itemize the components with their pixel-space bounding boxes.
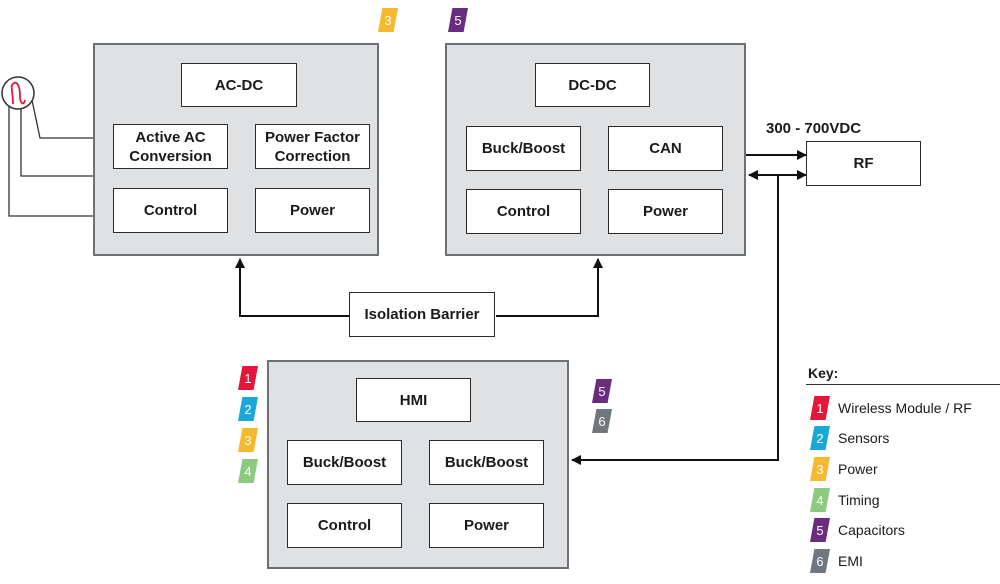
acdc-pfc-box: Power Factor Correction — [255, 124, 370, 169]
acdc-title-box: AC-DC — [181, 63, 297, 107]
arrow-iso-to-acdc — [235, 258, 350, 317]
voltage-label: 300 - 700VDC — [766, 120, 862, 137]
key-item-emi: 6 EMI — [810, 548, 863, 574]
key-tag-5: 5 — [810, 518, 830, 542]
ac-wire-2 — [20, 109, 94, 177]
dcdc-tag-5: 5 — [448, 8, 468, 32]
arrow-bus-to-hmi — [571, 175, 779, 465]
key-item-wireless: 1 Wireless Module / RF — [810, 395, 972, 421]
key-item-power: 3 Power — [810, 456, 878, 482]
key-label-sensors: Sensors — [838, 430, 890, 446]
dcdc-power-box: Power — [608, 189, 723, 234]
hmi-title-box: HMI — [356, 378, 471, 422]
ac-wire-3 — [8, 106, 94, 217]
dcdc-can-box: CAN — [608, 126, 723, 171]
key-label-emi: EMI — [838, 553, 863, 569]
acdc-active-ac-box: Active AC Conversion — [113, 124, 228, 169]
ac-wave-icon — [10, 81, 26, 105]
key-label-power: Power — [838, 461, 878, 477]
acdc-power-box: Power — [255, 188, 370, 233]
acdc-control-box: Control — [113, 188, 228, 233]
hmi-tag-6: 6 — [592, 409, 612, 433]
dcdc-buck-boost-box: Buck/Boost — [466, 126, 581, 171]
key-tag-2: 2 — [810, 426, 830, 450]
key-tag-4: 4 — [810, 488, 830, 512]
key-label-timing: Timing — [838, 492, 880, 508]
hmi-tag-3: 3 — [238, 428, 258, 452]
key-divider — [806, 384, 1000, 385]
key-tag-1: 1 — [810, 396, 830, 420]
hmi-power-box: Power — [429, 503, 544, 548]
key-item-timing: 4 Timing — [810, 487, 880, 513]
key-title: Key: — [808, 365, 839, 381]
key-tag-6: 6 — [810, 549, 830, 573]
key-item-capacitors: 5 Capacitors — [810, 517, 905, 543]
acdc-tag-3: 3 — [378, 8, 398, 32]
ac-source-icon — [1, 76, 35, 110]
key-tag-3: 3 — [810, 457, 830, 481]
rf-box: RF — [806, 141, 921, 186]
hmi-tag-2: 2 — [238, 397, 258, 421]
dcdc-control-box: Control — [466, 189, 581, 234]
hmi-buck-boost-box-2: Buck/Boost — [429, 440, 544, 485]
arrow-iso-to-dcdc — [496, 258, 603, 317]
hmi-tag-4: 4 — [238, 459, 258, 483]
hmi-tag-1: 1 — [238, 366, 258, 390]
hmi-control-box: Control — [287, 503, 402, 548]
isolation-barrier-box: Isolation Barrier — [349, 292, 495, 337]
hmi-tag-5: 5 — [592, 379, 612, 403]
dcdc-title-box: DC-DC — [535, 63, 650, 107]
key-label-wireless: Wireless Module / RF — [838, 400, 972, 416]
key-item-sensors: 2 Sensors — [810, 425, 889, 451]
hmi-buck-boost-box-1: Buck/Boost — [287, 440, 402, 485]
key-label-capacitors: Capacitors — [838, 522, 905, 538]
ac-wire-1 — [31, 99, 94, 139]
